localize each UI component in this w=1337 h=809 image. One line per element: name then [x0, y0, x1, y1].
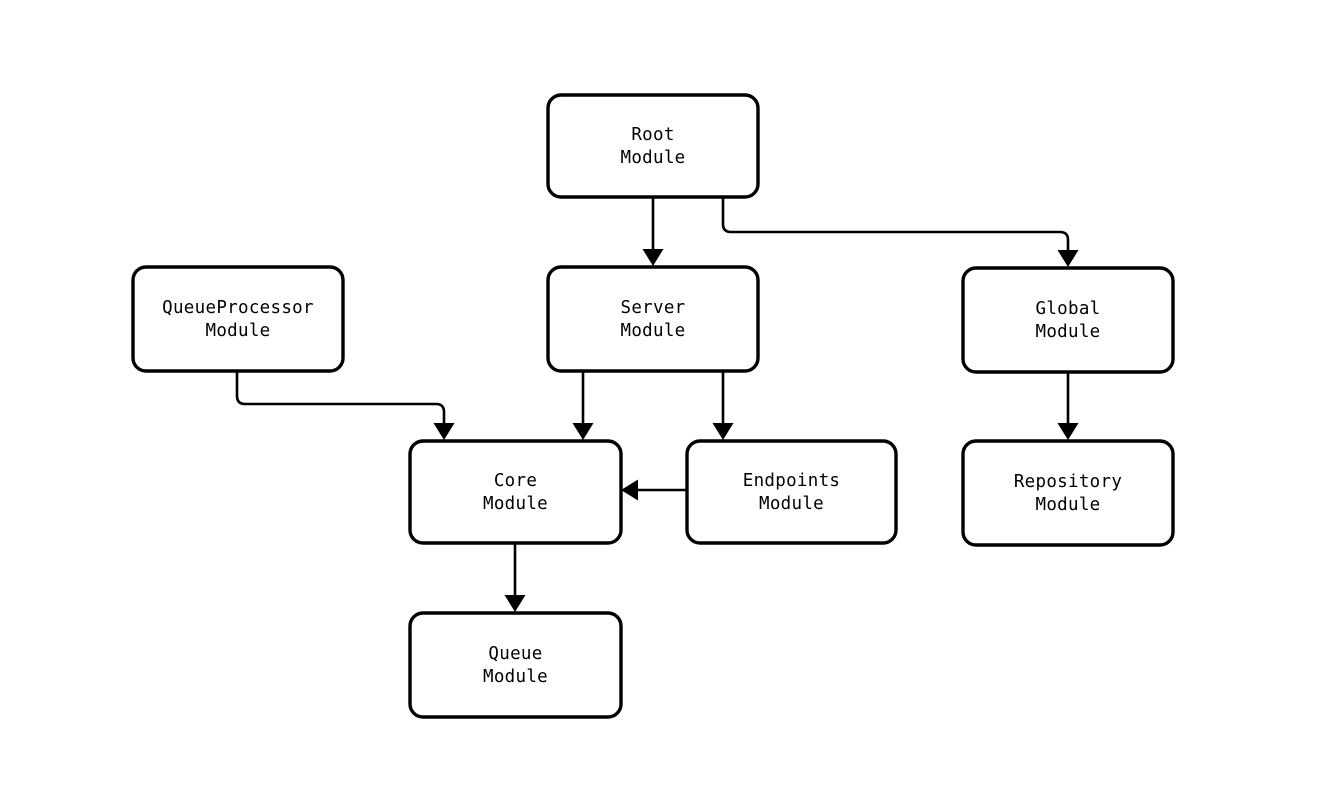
node-box[interactable]	[408, 611, 623, 719]
arrowhead-icon	[1057, 423, 1079, 440]
node-label-line2: Module	[205, 321, 270, 341]
node-label-line2: Module	[620, 321, 685, 341]
arrowhead-icon	[504, 595, 526, 612]
edge-line	[235, 371, 446, 424]
node-label-line1: QueueProcessor	[162, 298, 314, 318]
node-box[interactable]	[546, 93, 760, 199]
edge-core-to-queue	[504, 543, 526, 612]
edge-root-to-server	[642, 197, 664, 266]
node-label-line2: Module	[620, 148, 685, 168]
node-label-line2: Module	[759, 494, 824, 514]
node-label-line2: Module	[483, 667, 548, 687]
edge-line	[721, 197, 1070, 251]
node-label-line1: Core	[494, 471, 537, 491]
nodes-layer: RootModuleQueueProcessorModuleServerModu…	[131, 93, 1175, 719]
edge-server-to-core	[572, 371, 594, 440]
node-label-line2: Module	[483, 494, 548, 514]
edge-queueprocessor-to-core	[235, 371, 455, 440]
arrowhead-icon	[572, 423, 594, 440]
node-label-line1: Global	[1035, 299, 1100, 319]
edge-endpoints-to-core	[621, 479, 687, 501]
node-label-line2: Module	[1035, 322, 1100, 342]
node-box[interactable]	[408, 439, 623, 545]
arrowhead-icon	[621, 479, 638, 501]
node-label-line1: Repository	[1014, 472, 1122, 492]
arrowhead-icon	[433, 423, 455, 440]
arrowhead-icon	[712, 423, 734, 440]
node-box[interactable]	[131, 265, 345, 373]
edge-global-to-repository	[1057, 372, 1079, 440]
edges-layer	[235, 197, 1079, 612]
arrowhead-icon	[1057, 250, 1079, 267]
node-box[interactable]	[546, 265, 760, 373]
node-label-line1: Server	[620, 298, 685, 318]
node-box[interactable]	[961, 266, 1175, 374]
node-label-line2: Module	[1035, 495, 1100, 515]
edge-server-to-endpoints	[712, 371, 734, 440]
node-label-line1: Endpoints	[743, 471, 841, 491]
edge-root-to-global	[721, 197, 1079, 267]
node-label-line1: Queue	[488, 644, 542, 664]
node-box[interactable]	[961, 439, 1175, 547]
node-label-line1: Root	[631, 125, 674, 145]
arrowhead-icon	[642, 249, 664, 266]
node-box[interactable]	[685, 439, 898, 545]
